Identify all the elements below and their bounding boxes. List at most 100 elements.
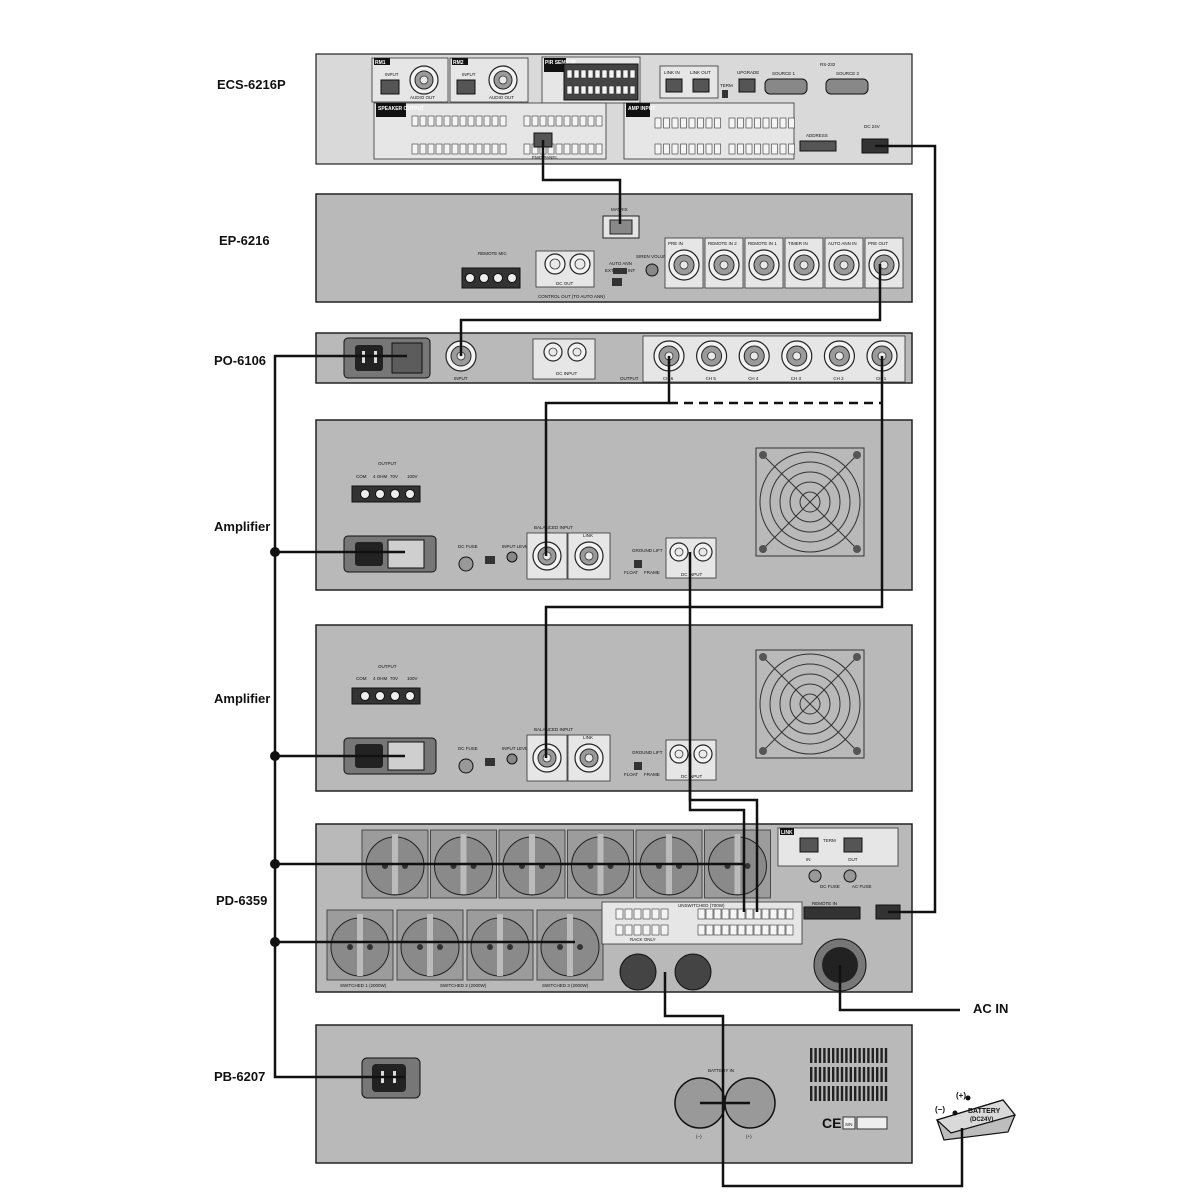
pd-dc-fuse[interactable] [808, 869, 822, 883]
amp1-ground-lift-label: GROUND LIFT [632, 548, 663, 553]
switched-1-label: SWITCHED 1 (2000W) [340, 983, 387, 988]
amp1-balanced-input-label: BALANCED INPUT [534, 525, 573, 530]
amp1-dc-fuse[interactable] [458, 556, 474, 572]
link-out-label: LINK OUT [690, 70, 711, 75]
pd-term-label: TERM [823, 838, 836, 843]
amp1-input-level-knob[interactable] [506, 551, 518, 563]
amp2-balanced-input-label: BALANCED INPUT [534, 727, 573, 732]
rm1-input-label: INPUT [385, 72, 399, 77]
amp2-ground-lift-switch[interactable] [634, 762, 642, 770]
source1-db9-port[interactable] [764, 78, 808, 95]
battery-minus-label: (−) [935, 1105, 945, 1114]
ecs-dc24v-label: DC 24V [864, 124, 880, 129]
battery-minus-terminal[interactable] [952, 1110, 958, 1116]
ep-jack-label-remote-in-1: REMOTE IN 1 [748, 241, 777, 246]
wire-ac-bus [273, 354, 407, 1079]
pd-6359-panel: SWITCHED 1 (2000W) SWITCHED 2 (2000W) SW… [315, 823, 913, 993]
siren-volume-knob[interactable] [645, 263, 659, 277]
unswitched-label: UNSWITCHED (700W) [678, 903, 725, 908]
pd-ac-fuse[interactable] [843, 869, 857, 883]
pd-link-label: LINK [781, 830, 793, 836]
amp1-output-tap-label: 70V [390, 474, 398, 479]
control-out-label: CONTROL OUT (TO AUTO ANN) [538, 294, 605, 299]
link-in-label: LINK IN [664, 70, 680, 75]
po-output-label: OUTPUT [620, 376, 639, 381]
pd-ac-fuse-label: AC FUSE [852, 884, 872, 889]
pd-link-in-label: IN [806, 857, 811, 862]
device-label-pb-6207: PB-6207 [214, 1069, 265, 1084]
rm1-rj45-port[interactable] [380, 79, 400, 95]
pd-link-out-port[interactable] [843, 837, 863, 853]
remote-in-terminal[interactable] [803, 906, 861, 920]
wire-amp1-dc-to-pd [688, 552, 746, 912]
term-switch[interactable] [722, 90, 728, 98]
wire-ep-preout-to-po-input [459, 264, 882, 356]
amp2-output-terminal[interactable] [351, 687, 421, 705]
rm2-rj45-port[interactable] [456, 79, 476, 95]
device-label-pd-6359: PD-6359 [216, 893, 267, 908]
battery-voltage-label: (DC24V) [970, 1117, 993, 1123]
po-channel-label: CH 4 [748, 376, 759, 381]
ep-dc-out-label: DC OUT [556, 281, 573, 286]
amp2-output-tap-label: 70V [390, 676, 398, 681]
remote-mic-terminal[interactable] [461, 267, 521, 289]
amp2-level-switch[interactable] [485, 758, 495, 766]
switched-2-label: SWITCHED 2 (2000W) [440, 983, 487, 988]
speaker-output-label: SPEAKER OUTPUT [378, 106, 424, 112]
battery-plus-label: (+) [956, 1091, 966, 1100]
auto-ann-dip[interactable] [612, 278, 622, 286]
rm2-input-label: INPUT [462, 72, 476, 77]
ecs-6216p-panel: RM1 INPUT AUDIO OUT RM2 INPUT AUDIO OUT … [315, 53, 913, 165]
upgrade-port[interactable] [738, 78, 756, 93]
link-out-port[interactable] [692, 78, 710, 93]
emg-panel-label: EMG PANEL [532, 155, 558, 160]
amp2-output-tap-label: 100V [407, 676, 418, 681]
address-dip-switch[interactable] [799, 140, 837, 152]
link-in-port[interactable] [665, 78, 683, 93]
siren-volume-label: SIREN VOLUME [636, 254, 670, 259]
po-channel-label: CH 3 [791, 376, 802, 381]
amp1-output-terminal[interactable] [351, 485, 421, 503]
upgrade-label: UPGRADE [737, 70, 759, 75]
po-channel-label: CH 2 [833, 376, 844, 381]
amp2-output-label: OUTPUT [378, 664, 397, 669]
wire-pd-to-pb-battery [663, 972, 725, 1105]
wire-po-ch6-to-amp1 [544, 356, 671, 556]
battery-plus-terminal[interactable] [965, 1095, 971, 1101]
device-label-po-6106: PO-6106 [214, 353, 266, 368]
auto-ann-switch[interactable] [613, 268, 627, 274]
amp1-frame-label: FRAME [644, 570, 660, 575]
amp2-input-level-knob[interactable] [506, 753, 518, 765]
pd-link-in-port[interactable] [799, 837, 819, 853]
pd-battery-breaker-left[interactable] [619, 953, 657, 991]
source1-label: SOURCE 1 [772, 71, 796, 76]
pd-dc-fuse-label: DC FUSE [820, 884, 840, 889]
pir-sensor-terminal-block[interactable] [563, 63, 639, 101]
amp1-level-switch[interactable] [485, 556, 495, 564]
amp2-input-level-label: INPUT LEVEL [502, 746, 531, 751]
pd-battery-breaker-right[interactable] [674, 953, 712, 991]
amplifier-2-panel: OUTPUT DC FUSE INPUT LEVEL BALANCED INPU… [315, 624, 913, 792]
amp2-float-label: FLOAT [624, 772, 638, 777]
wire-pb-to-battery [721, 1101, 964, 1188]
rack-only-label: RACK ONLY [630, 937, 656, 942]
amp2-fan-grille [755, 649, 865, 759]
rm2-label: RM2 [453, 60, 464, 66]
rm2-audio-out-label: AUDIO OUT [489, 95, 514, 100]
ep-jack-label-pre-out: PRE OUT [868, 241, 888, 246]
amp2-dc-fuse[interactable] [458, 758, 474, 774]
source2-db9-port[interactable] [825, 78, 869, 95]
ce-mark: CE [822, 1115, 841, 1131]
amp1-ground-lift-switch[interactable] [634, 560, 642, 568]
amp1-output-tap-label: 4 OHM [373, 474, 388, 479]
device-label-ecs-6216p: ECS-6216P [217, 77, 286, 92]
amp2-frame-label: FRAME [644, 772, 660, 777]
ep-jack-label-timer-in: TIMER IN [788, 241, 808, 246]
term-label: TERM [720, 83, 733, 88]
rm1-label: RM1 [375, 60, 386, 66]
ep-jack-label-pre-in: PRE IN [668, 241, 683, 246]
address-label: ADDRESS [806, 133, 828, 138]
amp2-link-label: LINK [583, 735, 593, 740]
int-label: INT [628, 268, 636, 273]
battery-label: BATTERY [968, 1108, 1001, 1115]
